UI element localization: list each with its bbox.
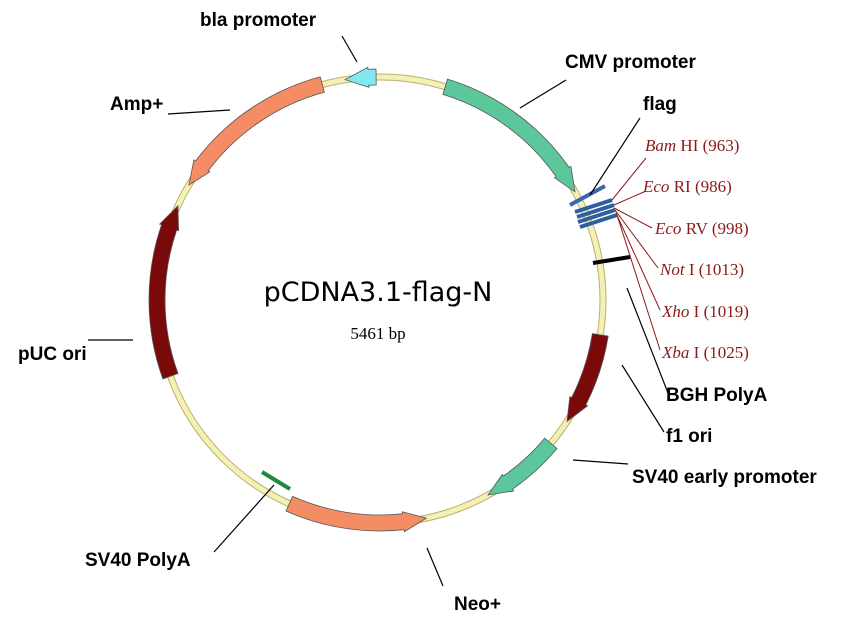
amp-arrow-icon [188,76,325,186]
feature-label-bgh-polya: BGH PolyA [666,385,768,406]
feature-label-bla-promoter: bla promoter [200,10,317,31]
feature-label-neo: Neo+ [454,594,501,615]
flag-marker-icon [569,184,606,207]
neo-arrow-icon [285,495,428,533]
puc-ori-arrow-icon [148,204,180,380]
sv40-early-promoter-arrow-icon [487,437,558,496]
feature-arrows [148,66,609,533]
bgh-polya-marker-icon [592,255,631,265]
feature-label-f1-ori: f1 ori [666,426,712,447]
feature-leader-lines [88,35,669,587]
plasmid-name: pCDNA3.1-flag-N [264,277,493,308]
site-label-xbai: Xba I (1025) [661,343,749,362]
site-leader-lines [611,157,661,351]
feature-label-sv40-polya: SV40 PolyA [85,550,191,571]
cmv-promoter-arrow-icon [442,78,576,193]
site-label-xhoi: Xho I (1019) [661,302,749,321]
bla-promoter-arrow-icon [344,66,377,88]
plasmid-size: 5461 bp [350,324,405,343]
f1-ori-arrow-icon [566,333,609,423]
feature-label-puc-ori: pUC ori [18,344,87,365]
site-label-bamhi: Bam HI (963) [645,136,739,155]
site-label-noti: Not I (1013) [659,260,744,279]
mcs-sites-marker-icon [574,198,618,229]
site-label-ecori: Eco RI (986) [642,177,732,196]
feature-label-amp: Amp+ [110,94,163,115]
feature-label-sv40-early-promoter: SV40 early promoter [632,467,817,488]
site-label-ecorv: Eco RV (998) [654,219,749,238]
feature-label-flag: flag [643,94,677,115]
feature-label-cmv-promoter: CMV promoter [565,52,697,73]
sv40-polya-marker-icon [260,470,292,491]
